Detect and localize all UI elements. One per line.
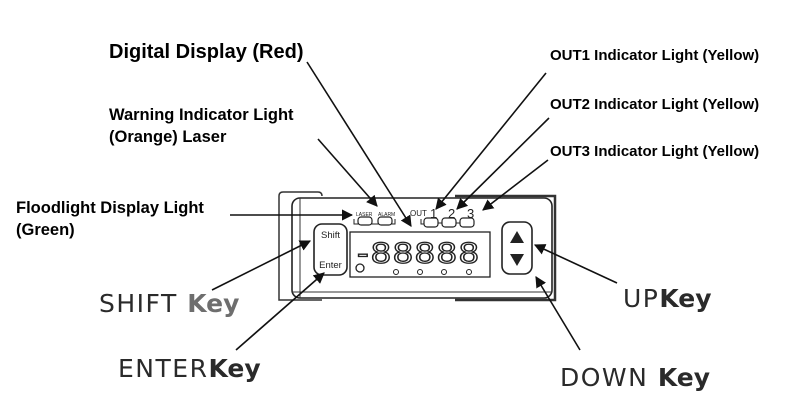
label-floodlight-line1: Floodlight Display Light [16,199,204,217]
out3-indicator-light [459,217,475,228]
label-up-key-suffix: Key [659,284,712,313]
floodlight-display-light [355,263,365,273]
shift-button-label[interactable]: Shift [321,230,340,241]
label-shift-key-name: SHIFT [99,289,178,318]
label-warning-light-line2: (Orange) Laser [109,128,227,146]
arrow-warning-light [317,138,378,207]
label-enter-key-suffix: Key [208,354,261,383]
down-arrow-icon[interactable] [510,254,524,266]
label-down-key-suffix: Key [657,363,710,392]
laser-indicator-light [357,216,373,226]
label-shift-key: SHIFT Key [99,289,239,318]
enter-button-label[interactable]: Enter [319,260,342,271]
up-down-button[interactable] [501,221,533,275]
indicator-area: LASER ALARM OUT 1 2 3 [353,206,475,228]
alarm-label: ALARM [378,212,395,218]
label-digital-display: Digital Display (Red) [109,41,304,63]
alarm-indicator-light [377,216,393,226]
arrow-shift-key [211,240,312,291]
label-warning-light: Warning Indicator Light (Orange) Laser [109,104,294,148]
label-up-key: UPKey [623,284,712,313]
label-enter-key-name: ENTER [118,354,209,383]
arrow-down-key [535,276,581,351]
label-down-key: DOWN Key [560,363,710,392]
label-warning-light-line1: Warning Indicator Light [109,106,294,124]
digital-display: -88888 [349,231,491,278]
shift-enter-button[interactable]: Shift Enter [313,223,348,276]
decimal-point-3 [441,269,447,275]
arrow-out2 [456,117,550,210]
out2-indicator-light [441,217,457,228]
decimal-point-4 [466,269,472,275]
arrow-enter-key [235,272,325,351]
out-number-2: 2 [448,206,455,221]
label-shift-key-suffix: Key [187,289,240,318]
arrow-up-key [533,244,618,284]
out-number-3: 3 [467,206,474,221]
label-out2: OUT2 Indicator Light (Yellow) [550,96,760,113]
label-out3: OUT3 Indicator Light (Yellow) [550,143,760,160]
out-number-1: 1 [430,206,437,221]
label-out1: OUT1 Indicator Light (Yellow) [550,47,760,64]
up-arrow-icon[interactable] [510,231,524,243]
decimal-point-2 [417,269,423,275]
arrow-out3 [482,159,549,211]
label-down-key-name: DOWN [560,363,649,392]
arrow-digital-display [306,61,412,227]
laser-label: LASER [356,212,373,218]
callout-arrows [211,61,618,351]
arrow-out1 [435,72,547,210]
label-up-key-name: UP [623,284,660,313]
label-floodlight-line2: (Green) [16,221,75,239]
out-label: OUT [410,209,427,218]
label-enter-key: ENTERKey [118,354,261,383]
label-floodlight: Floodlight Display Light (Green) [16,197,204,241]
decimal-point-1 [393,269,399,275]
out1-indicator-light [423,217,439,228]
display-digits: -88888 [357,237,481,270]
